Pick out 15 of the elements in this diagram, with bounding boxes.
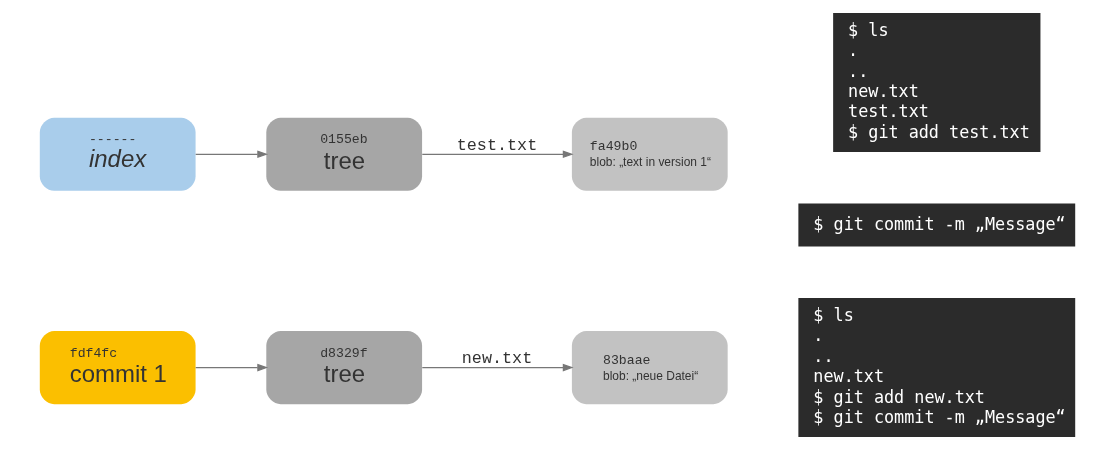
arrow (195, 363, 269, 372)
node-box: $ ls . .. new.txt test.txt $ git add test.txt (833, 12, 1041, 152)
arrow (421, 363, 574, 372)
edge-label: new.txt (461, 349, 533, 369)
node-box: ------ index (39, 117, 196, 191)
node-box: fa49b0 blob: „text in version 1“ (571, 117, 728, 191)
node-box: 83baae blob: „neue Datei“ (571, 331, 728, 405)
node-box: $ ls . .. new.txt $ git add new.txt $ git commit -m „Message“ (798, 298, 1076, 438)
node-box: $ git commit -m „Message“ (798, 203, 1076, 247)
edge-label: test.txt (456, 135, 538, 155)
arrow (195, 150, 269, 159)
node-box: d8329f tree (266, 331, 423, 405)
node-box: 0155eb tree (266, 117, 423, 191)
arrow (421, 150, 574, 159)
node-box: fdf4fc commit 1 (39, 331, 196, 405)
